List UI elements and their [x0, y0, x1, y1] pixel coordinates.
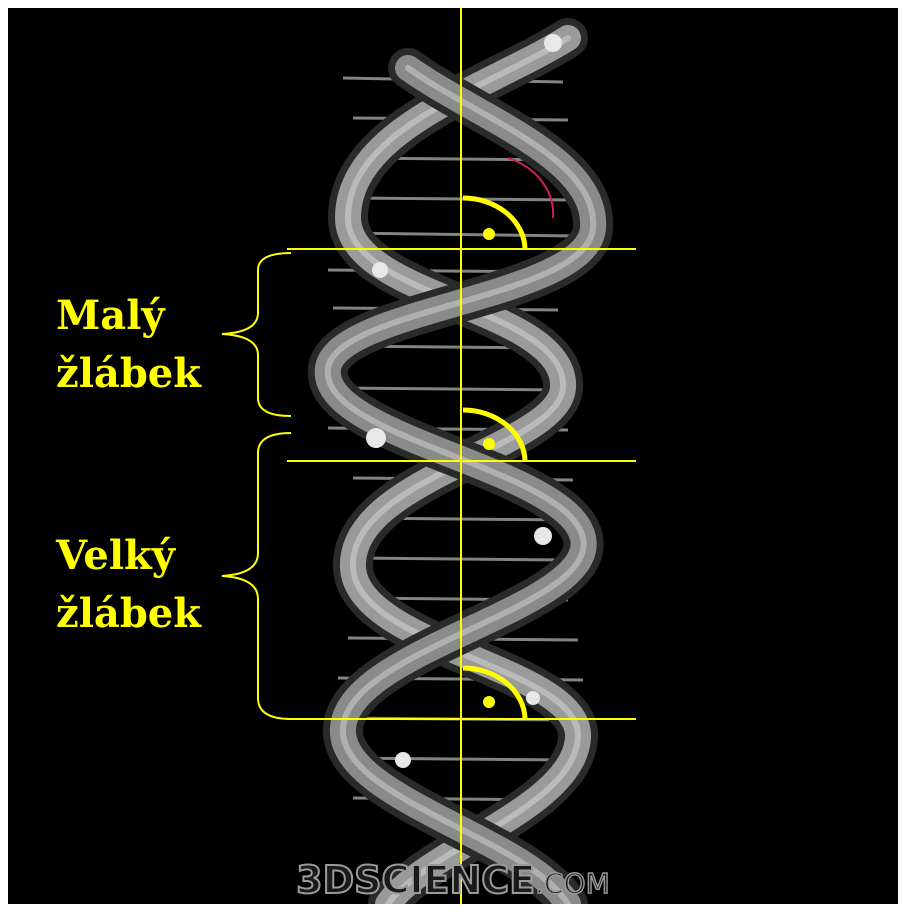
major-groove-brace [222, 433, 291, 719]
watermark-main: 3DSCIENCE [296, 858, 535, 902]
major-groove-label-line2: žlábek [56, 590, 201, 638]
dna-helix-diagram [8, 8, 898, 904]
watermark-suffix: .COM [535, 867, 610, 900]
major-groove-label-line1: Velký [56, 532, 175, 580]
image-frame: Malý žlábek Velký žlábek [8, 8, 898, 904]
minor-groove-label-line1: Malý [56, 292, 165, 340]
watermark-3dscience: 3DSCIENCE.COM [0, 858, 906, 902]
minor-groove-brace [222, 253, 291, 416]
minor-groove-label-line2: žlábek [56, 350, 201, 398]
brace-icons [222, 253, 291, 719]
